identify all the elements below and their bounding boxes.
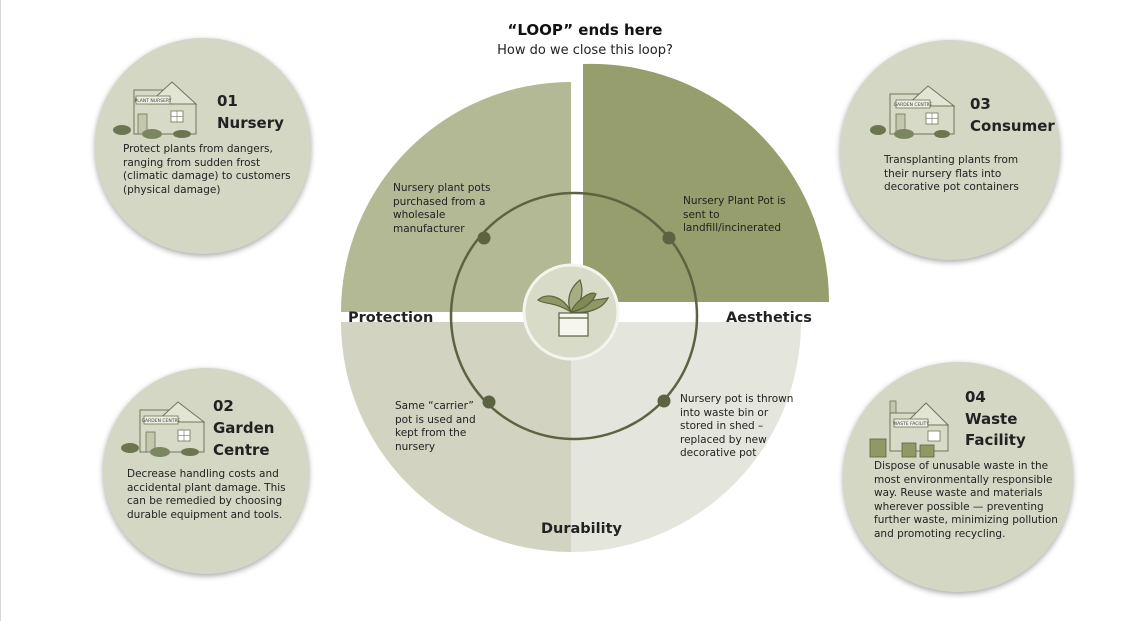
stage-waste-facility-name-line1: Waste	[965, 410, 1018, 428]
waste-facility-sign-text: WASTE FACILITY	[893, 421, 929, 427]
loop-node-aesthetics	[662, 231, 676, 245]
nursery-building-icon: PLANT NURSERY	[113, 81, 198, 139]
stage-waste-facility-circle	[843, 362, 1073, 592]
stage-garden-centre-number: 02	[213, 397, 234, 415]
stage-garden-centre-circle	[103, 368, 309, 574]
separator-aesthetics-gap	[571, 302, 831, 322]
stage-consumer-circle	[840, 40, 1060, 260]
label-protection: Protection	[348, 310, 434, 326]
durability-text: Same “carrier” pot is used and kept from…	[395, 400, 476, 453]
waste-facility-building-icon: WASTE FACILITY	[869, 400, 950, 458]
quadrant-aesthetics	[583, 63, 829, 302]
stage-consumer-description: Transplanting plants from their nursery …	[884, 154, 1019, 193]
waste-text: Nursery pot is thrown into waste bin or …	[680, 393, 794, 459]
aesthetics-text: Nursery Plant Pot is sent to landfill/in…	[683, 195, 786, 234]
quadrant-waste	[571, 322, 801, 552]
loop-ring	[449, 191, 699, 441]
loop-node-durability	[482, 395, 496, 409]
stage-garden-centre-name-line1: Garden	[213, 419, 275, 437]
garden-centre-building-icon: GARDEN CENTRE	[121, 401, 206, 457]
diagram-subtitle: How do we close this loop?	[497, 43, 673, 58]
nursery-sign-text: PLANT NURSERY	[134, 98, 171, 104]
stage-nursery-description: Protect plants from dangers, ranging fro…	[123, 143, 291, 196]
stage-consumer-number: 03	[970, 95, 991, 113]
stage-waste-facility-name-line2: Facility	[965, 431, 1026, 449]
stage-nursery-number: 01	[217, 92, 238, 110]
stage-nursery-name: Nursery	[217, 114, 284, 132]
stage-garden-centre-name-line2: Centre	[213, 441, 270, 459]
label-durability: Durability	[541, 521, 622, 537]
loop-node-protection	[477, 231, 491, 245]
quadrant-protection	[341, 82, 571, 312]
quadrant-durability	[341, 322, 571, 552]
protection-text: Nursery plant pots purchased from a whol…	[393, 182, 491, 235]
consumer-building-icon: GARDEN CENTRE	[870, 85, 956, 139]
stage-waste-facility-number: 04	[965, 388, 986, 406]
consumer-sign-text: GARDEN CENTRE	[894, 102, 933, 108]
potted-plant-icon	[537, 279, 610, 337]
label-aesthetics: Aesthetics	[726, 310, 812, 326]
diagram-title: “LOOP” ends here	[507, 21, 663, 39]
loop-node-waste	[657, 394, 671, 408]
stage-garden-centre-description: Decrease handling costs and accidental p…	[127, 468, 286, 521]
stage-consumer-name: Consumer	[970, 117, 1055, 135]
stage-waste-facility-description: Dispose of unusable waste in the most en…	[874, 460, 1058, 540]
stage-nursery-circle	[95, 38, 311, 254]
garden-centre-sign-text: GARDEN CENTRE	[142, 418, 181, 424]
page-left-border	[0, 0, 1, 621]
